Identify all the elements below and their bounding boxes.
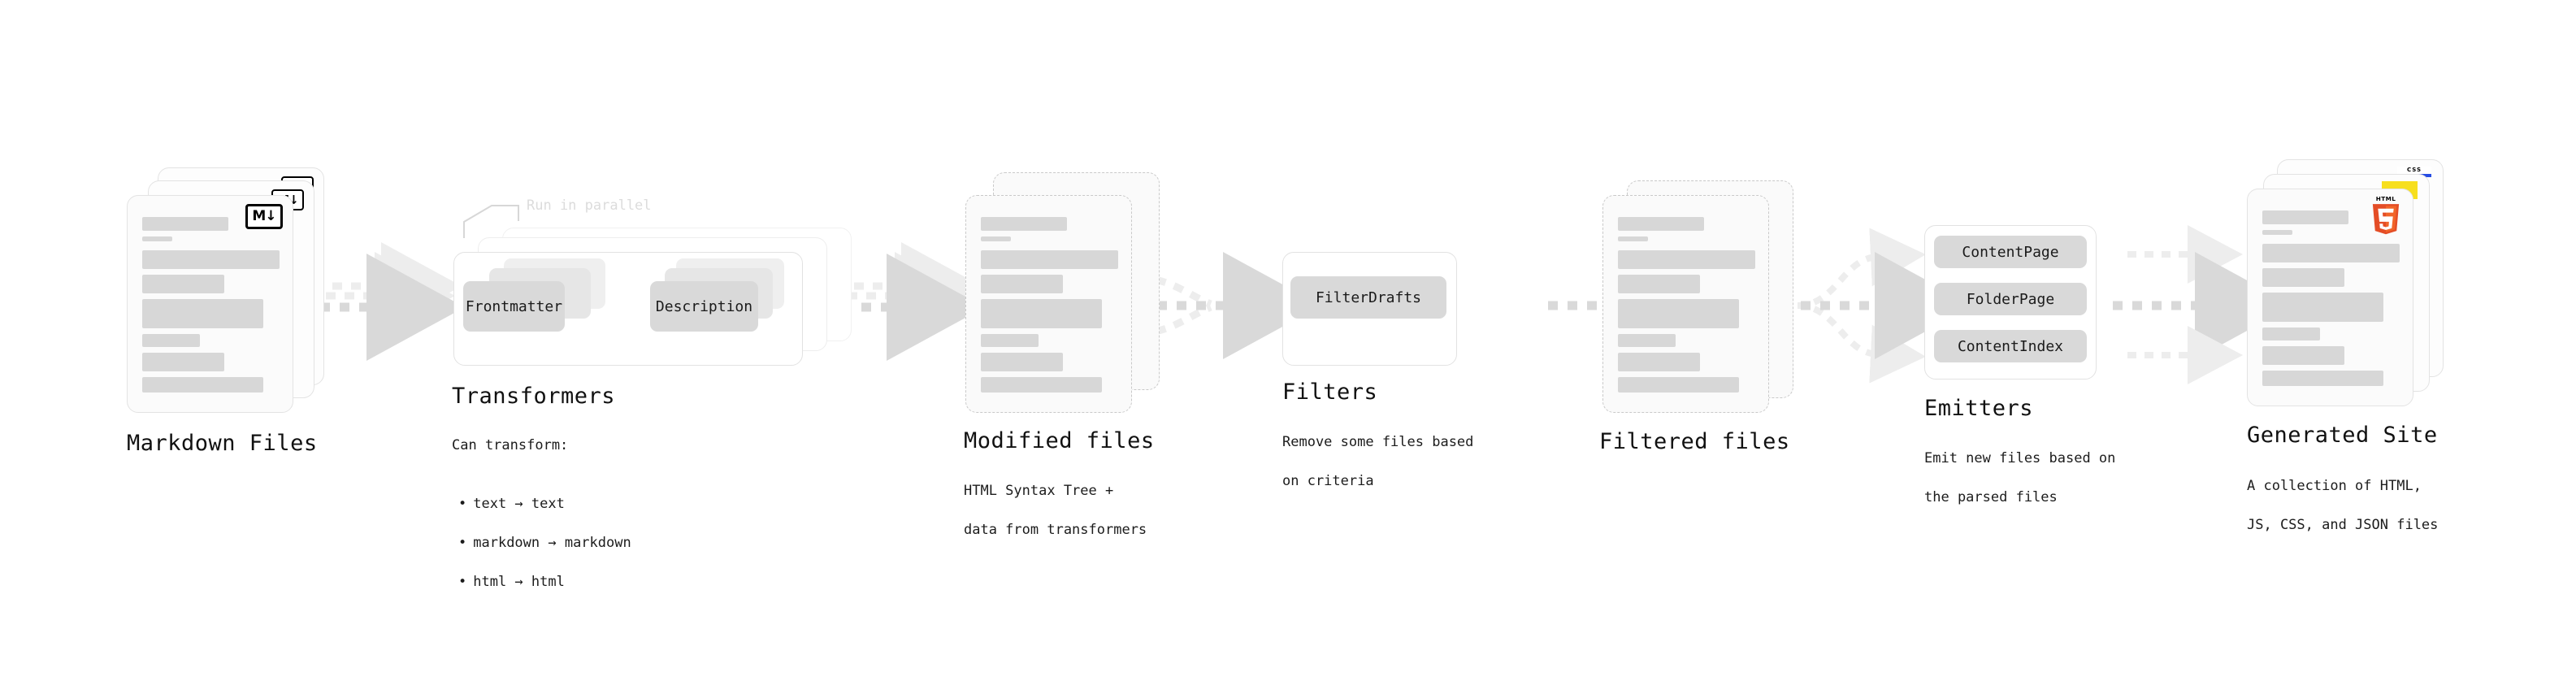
- bullet-text: text → text: [452, 494, 631, 514]
- transformer-chip-description[interactable]: Description: [650, 281, 758, 332]
- emitter-chip-contentindex[interactable]: ContentIndex: [1934, 330, 2087, 362]
- modified-files-subtitle: HTML Syntax Tree + data from transformer…: [964, 462, 1147, 559]
- generated-site-title: Generated Site: [2247, 423, 2438, 448]
- transformers-subtitle-head: Can transform:: [452, 437, 569, 453]
- site-card-front-html: HTML: [2247, 189, 2413, 406]
- filter-chip-filterdrafts[interactable]: FilterDrafts: [1290, 276, 1446, 319]
- modified-files-title: Modified files: [964, 428, 1155, 453]
- modified-card-front: [965, 195, 1132, 413]
- generated-site-subtitle: A collection of HTML, JS, CSS, and JSON …: [2247, 457, 2438, 554]
- emitters-title: Emitters: [1924, 396, 2034, 421]
- subtitle-line: the parsed files: [1924, 489, 2058, 505]
- markdown-card-front: M↓: [127, 195, 293, 413]
- arrow-emitters-to-site: [2113, 225, 2293, 384]
- transformers-subtitle: Can transform: text → text markdown → ma…: [452, 416, 631, 631]
- subtitle-line: Remove some files based: [1282, 434, 1474, 450]
- arrow-filtered-to-emitters: [1781, 228, 1973, 384]
- transformer-chip-frontmatter[interactable]: Frontmatter: [463, 281, 565, 332]
- subtitle-line: Emit new files based on: [1924, 450, 2116, 466]
- filtered-card-front: [1602, 195, 1769, 413]
- svg-text:HTML: HTML: [2376, 195, 2396, 202]
- document-skeleton: [2262, 210, 2400, 392]
- filtered-files-title: Filtered files: [1599, 429, 1790, 454]
- emitter-chip-contentpage[interactable]: ContentPage: [1934, 236, 2087, 268]
- markdown-files-title: Markdown Files: [127, 431, 318, 456]
- transformers-bullets: text → text markdown → markdown html → h…: [452, 475, 631, 611]
- emitter-chip-folderpage[interactable]: FolderPage: [1934, 283, 2087, 315]
- document-skeleton: [981, 217, 1118, 398]
- filters-title: Filters: [1282, 380, 1378, 405]
- bullet-markdown: markdown → markdown: [452, 533, 631, 553]
- subtitle-line: JS, CSS, and JSON files: [2247, 517, 2439, 533]
- emitters-subtitle: Emit new files based on the parsed files: [1924, 429, 2115, 527]
- subtitle-line: on criteria: [1282, 473, 1374, 489]
- run-in-parallel-label: Run in parallel: [527, 197, 652, 214]
- subtitle-line: HTML Syntax Tree +: [964, 483, 1114, 499]
- subtitle-line: A collection of HTML,: [2247, 478, 2422, 494]
- bullet-html: html → html: [452, 572, 631, 592]
- markdown-badge-icon: M↓: [245, 204, 283, 229]
- html5-badge-icon: HTML: [2372, 195, 2400, 235]
- document-skeleton: [1618, 217, 1755, 398]
- subtitle-line: data from transformers: [964, 522, 1147, 538]
- transformers-title: Transformers: [452, 384, 616, 409]
- document-skeleton: [142, 217, 280, 398]
- filters-subtitle: Remove some files based on criteria: [1282, 413, 1473, 510]
